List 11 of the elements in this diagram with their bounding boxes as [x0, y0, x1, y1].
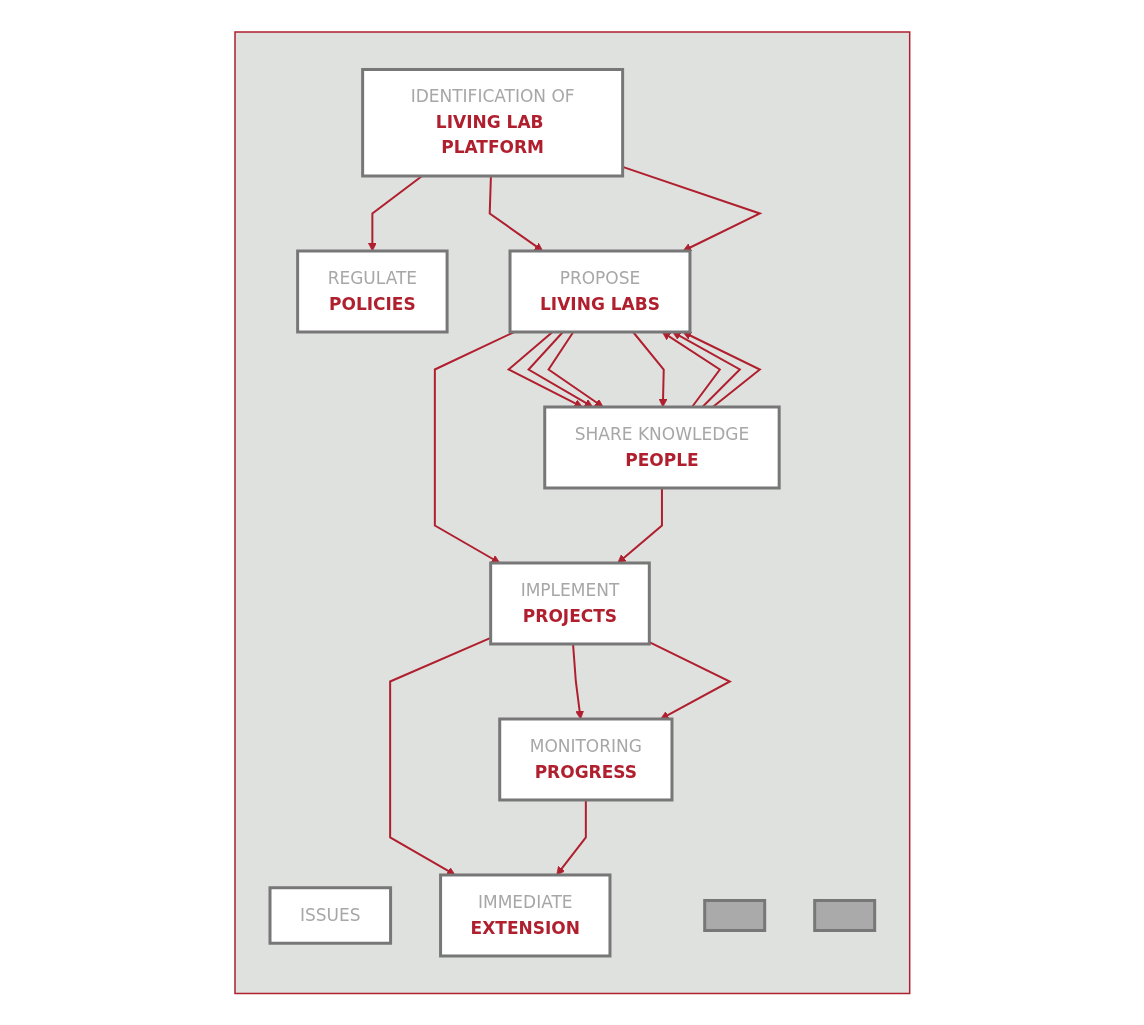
node-box: ISSUES — [268, 886, 392, 945]
node-box: MONITORING PROGRESS — [497, 717, 674, 802]
node-box: SHARE KNOWLEDGE PEOPLE — [542, 405, 781, 490]
node-box: IDENTIFICATION OF LIVING LAB PLATFORM — [360, 67, 624, 178]
node-box: IMPLEMENT PROJECTS — [488, 561, 651, 646]
node-box: PROPOSE LIVING LABS — [508, 249, 692, 334]
node-box: IMMEDIATE EXTENSION — [438, 873, 612, 958]
node-box: REGULATE POLICIES — [295, 249, 449, 334]
node-bar — [812, 898, 876, 932]
cluster — [233, 31, 911, 994]
node-bar — [702, 898, 766, 932]
